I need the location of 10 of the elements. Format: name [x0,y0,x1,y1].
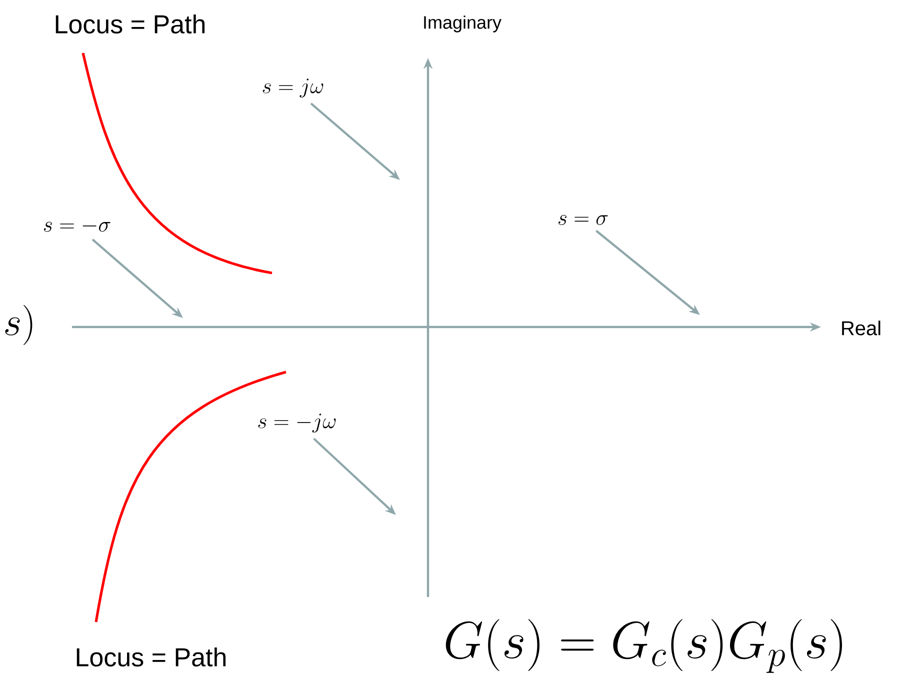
math-label: $s = -\sigma$ [44,222,110,232]
label-text: Locus = Path [56,14,205,34]
label-text: Locus = Path [76,647,226,667]
formula: $G(s) = G_c(s)G_p(s)$ [446,619,842,673]
label-text: Real [842,320,880,336]
formula: $s)$ [5,305,32,345]
math-label: $s = j\omega$ [262,78,324,98]
label-text: Imaginary [424,16,502,32]
math-label: $s = \sigma$ [558,215,608,225]
math-label: $s = -j\omega$ [258,414,336,433]
